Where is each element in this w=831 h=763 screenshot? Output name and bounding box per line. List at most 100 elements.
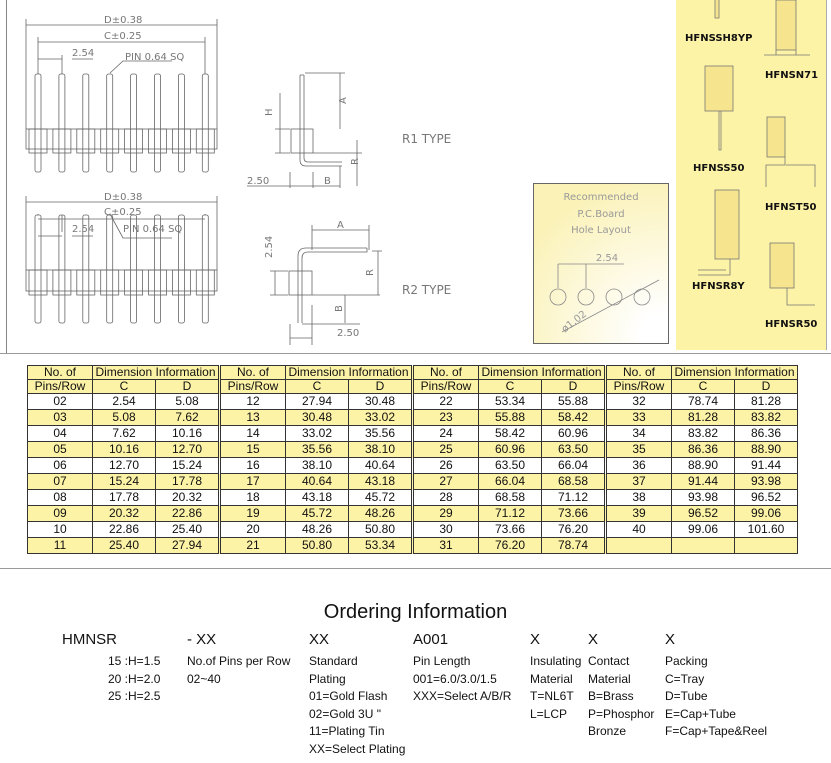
- header-c: C: [671, 379, 735, 394]
- pins-cell: 37: [604, 473, 672, 490]
- pins-cell: 38: [604, 489, 672, 506]
- d-cell: 76.20: [541, 521, 606, 538]
- d-cell: 68.58: [541, 473, 606, 490]
- d-cell: 60.96: [541, 425, 606, 442]
- pins-cell: 36: [604, 457, 672, 474]
- c-cell: 50.80: [285, 537, 349, 554]
- pins-cell: 25: [411, 441, 479, 458]
- d-cell: 20.32: [155, 489, 220, 506]
- ordering-option: Plating: [309, 671, 346, 686]
- d-cell: 22.86: [155, 505, 220, 522]
- d-cell: 50.80: [348, 521, 413, 538]
- c-cell: 86.36: [671, 441, 735, 458]
- header-pins: Pins/Row: [411, 379, 479, 394]
- r1-h-label: H: [264, 108, 275, 116]
- header-pins: Pins/Row: [604, 379, 672, 394]
- r2-r-label: R: [365, 269, 376, 276]
- r2-type-label: R2 TYPE: [402, 283, 451, 297]
- pitch-label: 2.54: [72, 48, 94, 59]
- r1-offset-label: 2.50: [247, 176, 269, 187]
- mating-part-sketches: [698, 0, 816, 306]
- ordering-column: HMNSR: [62, 631, 117, 653]
- c-cell: 96.52: [671, 505, 735, 522]
- d-cell: 81.28: [734, 393, 798, 410]
- ordering-option: 02~40: [187, 671, 221, 686]
- pins-cell: 08: [27, 489, 93, 506]
- ordering-option: Standard: [309, 654, 358, 668]
- header-c: C: [478, 379, 542, 394]
- r1-type-label: R1 TYPE: [402, 132, 451, 146]
- c-cell: 53.34: [478, 393, 542, 410]
- c-cell: [671, 537, 735, 554]
- ordering-code: - XX: [187, 631, 217, 648]
- pins-cell: 14: [218, 425, 286, 442]
- c-cell: 40.64: [285, 473, 349, 490]
- ordering-title: Ordering Information: [323, 601, 508, 623]
- c-cell: 63.50: [478, 457, 542, 474]
- r2-a-label: A: [337, 220, 344, 231]
- d-cell: 78.74: [541, 537, 606, 554]
- r1-b-label: B: [324, 176, 331, 187]
- header-dimension: Dimension Information: [478, 365, 606, 380]
- ordering-option: 02=Gold 3U ": [309, 706, 381, 721]
- mating-part-label: HFNST50: [765, 202, 817, 213]
- side-view-r1: [247, 72, 362, 188]
- d-cell: 66.04: [541, 457, 606, 474]
- pins-cell: 26: [411, 457, 479, 474]
- pins-cell: 09: [27, 505, 93, 522]
- ordering-option: Insulating: [530, 654, 582, 668]
- pins-cell: 31: [411, 537, 479, 554]
- c-cell: 55.88: [478, 409, 542, 426]
- ordering-code: X: [530, 631, 541, 648]
- c-cell: 76.20: [478, 537, 542, 554]
- pins-cell: 32: [604, 393, 672, 410]
- mating-part-label: HFNSR8Y: [692, 281, 745, 292]
- d-cell: 96.52: [734, 489, 798, 506]
- pcb-title-line: Recommended: [563, 192, 638, 203]
- d-cell: 88.90: [734, 441, 798, 458]
- pin-note: PIN 0.64 SQ: [123, 224, 182, 235]
- d-cell: 30.48: [348, 393, 413, 410]
- ordering-option: D=Tube: [665, 689, 708, 703]
- d-cell: 58.42: [541, 409, 606, 426]
- header-d: D: [155, 379, 220, 394]
- d-cell: 38.10: [348, 441, 413, 458]
- ordering-code: X: [665, 631, 676, 648]
- header-d: D: [734, 379, 798, 394]
- ordering-option: T=NL6T: [530, 689, 574, 703]
- section-divider: [0, 353, 831, 354]
- pins-cell: 02: [27, 393, 93, 410]
- pins-cell: 07: [27, 473, 93, 490]
- mating-part-label: HFNSN71: [765, 70, 818, 81]
- d-cell: 10.16: [155, 425, 220, 442]
- d-cell: 91.44: [734, 457, 798, 474]
- front-view-r2: [25, 196, 218, 324]
- d-cell: 17.78: [155, 473, 220, 490]
- ordering-option: C=Tray: [665, 671, 705, 686]
- side-view-r2: [270, 225, 382, 345]
- header-pins: Pins/Row: [218, 379, 286, 394]
- pin-note: PIN 0.64 SQ: [125, 52, 184, 63]
- header-c: C: [285, 379, 349, 394]
- header-dimension: Dimension Information: [671, 365, 798, 380]
- pins-cell: 29: [411, 505, 479, 522]
- c-cell: 45.72: [285, 505, 349, 522]
- d-cell: 63.50: [541, 441, 606, 458]
- d-cell: 45.72: [348, 489, 413, 506]
- header-pins: No. of: [218, 365, 286, 380]
- c-cell: 35.56: [285, 441, 349, 458]
- mating-parts-panel: [676, 0, 827, 350]
- c-cell: 91.44: [671, 473, 735, 490]
- mating-part-label: HFNSR50: [765, 319, 817, 330]
- c-cell: 78.74: [671, 393, 735, 410]
- ordering-option: Contact: [588, 654, 630, 668]
- pins-cell: 13: [218, 409, 286, 426]
